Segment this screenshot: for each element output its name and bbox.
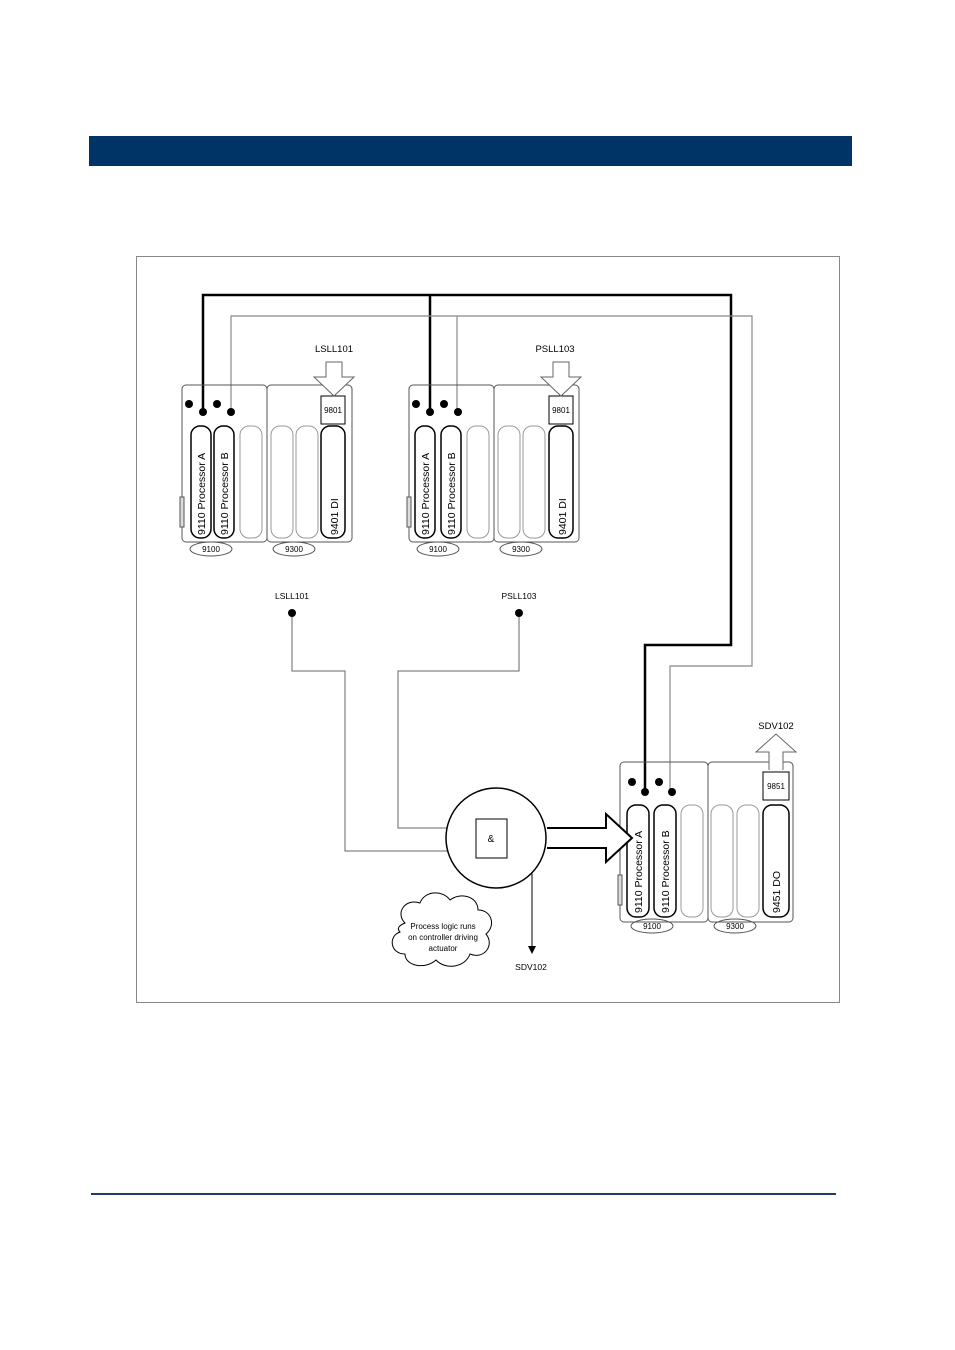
and-gate-label: & [488, 834, 495, 845]
terminal-label: 9801 [552, 406, 570, 415]
input-point-1 [288, 609, 296, 617]
output-tag-top: SDV102 [758, 721, 793, 732]
input-arrow-1 [314, 362, 354, 396]
cloud-text-3: actuator [429, 944, 458, 953]
terminal-label: 9801 [324, 406, 342, 415]
base-exp-label: 9300 [285, 545, 303, 554]
controller-1-leds [185, 400, 235, 416]
cloud-text-2: on controller driving [408, 933, 478, 942]
base-exp-label: 9300 [512, 545, 530, 554]
base-main-label: 9100 [429, 545, 447, 554]
input-point-2 [515, 609, 523, 617]
input-tag-1-top: LSLL101 [315, 344, 353, 355]
input-tag-2-point: PSLL103 [502, 591, 537, 601]
processor-a-label: 9110 Processor A [633, 831, 645, 913]
input-tag-1-point: LSLL101 [275, 591, 309, 601]
processor-b-label: 9110 Processor B [446, 452, 458, 535]
terminal-label: 9851 [767, 782, 785, 791]
io-module-label: 9451 DO [771, 871, 783, 913]
processor-b-label: 9110 Processor B [660, 830, 672, 913]
io-module-label: 9401 DI [329, 498, 341, 535]
processor-a-label: 9110 Processor A [420, 453, 432, 535]
base-exp-label: 9300 [726, 922, 744, 931]
base-main-label: 9100 [643, 922, 661, 931]
base-main-label: 9100 [202, 545, 220, 554]
io-module-label: 9401 DI [557, 498, 569, 535]
processor-a-label: 9110 Processor A [196, 453, 208, 535]
input-arrow-2 [541, 362, 581, 396]
logic-to-controller-arrow [547, 814, 632, 862]
logic-wiring [292, 613, 532, 950]
output-arrow [756, 734, 796, 770]
controller-2-leds [412, 400, 462, 416]
cloud-text-1: Process logic runs [410, 922, 475, 931]
processor-b-label: 9110 Processor B [219, 452, 231, 535]
output-tag-logic: SDV102 [515, 962, 547, 972]
input-tag-2-top: PSLL103 [535, 344, 574, 355]
footer-rule [91, 1193, 836, 1195]
controller-3-leds [628, 778, 676, 796]
